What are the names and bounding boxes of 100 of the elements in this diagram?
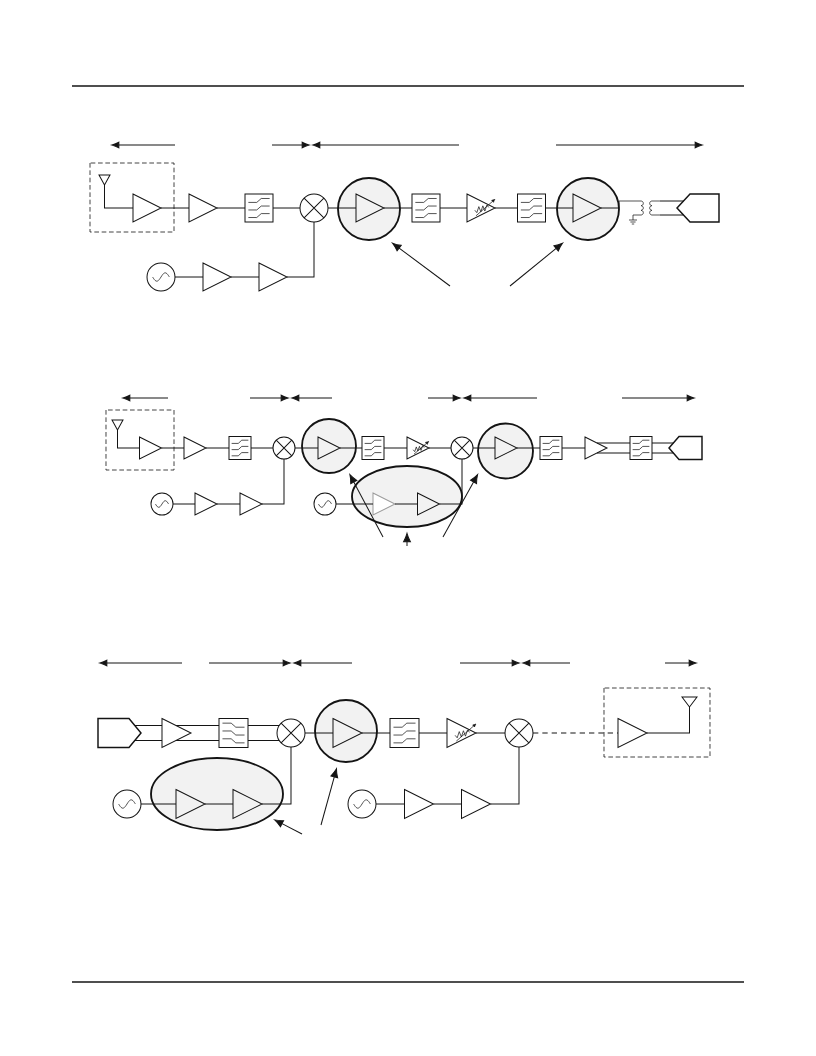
amplifier-symbol bbox=[417, 492, 440, 516]
connector-symbol bbox=[668, 435, 703, 461]
amplifier-symbol bbox=[188, 193, 218, 223]
wire bbox=[428, 447, 452, 449]
connector-symbol bbox=[97, 717, 142, 749]
amplifier-symbol bbox=[404, 789, 434, 819]
dashed-box bbox=[89, 162, 175, 233]
wire bbox=[646, 706, 690, 734]
wire bbox=[172, 503, 196, 505]
wire bbox=[247, 740, 280, 741]
wire bbox=[561, 447, 586, 449]
wire bbox=[175, 740, 220, 741]
wire bbox=[247, 725, 280, 726]
oscillator-symbol bbox=[150, 492, 174, 516]
mixer-symbol bbox=[272, 436, 296, 460]
filter-symbol bbox=[361, 436, 385, 460]
antenna-symbol bbox=[681, 696, 698, 708]
highlight-circle bbox=[301, 418, 357, 474]
highlight-ellipse bbox=[150, 757, 284, 831]
filter-symbol bbox=[517, 193, 546, 223]
wire bbox=[651, 442, 674, 444]
amplifier-symbol bbox=[183, 436, 207, 460]
wire bbox=[433, 803, 462, 805]
variable-amplifier-symbol bbox=[406, 436, 430, 460]
wire bbox=[596, 452, 631, 454]
wire bbox=[516, 447, 541, 449]
wire bbox=[272, 207, 301, 209]
amplifier-symbol bbox=[461, 789, 491, 819]
wire bbox=[175, 725, 220, 726]
antenna-symbol bbox=[98, 174, 111, 186]
wire bbox=[327, 207, 357, 209]
leader-arrow bbox=[349, 474, 384, 538]
amplifier-symbol bbox=[175, 789, 206, 819]
wire bbox=[294, 447, 319, 449]
wire bbox=[216, 207, 246, 209]
leader-arrow bbox=[403, 532, 411, 547]
wire bbox=[205, 447, 230, 449]
filter-symbol bbox=[228, 436, 252, 460]
highlight-ellipse bbox=[351, 465, 463, 528]
oscillator-symbol bbox=[313, 492, 337, 516]
wire bbox=[375, 803, 405, 805]
antenna-symbol bbox=[111, 419, 124, 431]
oscillator-symbol bbox=[347, 789, 377, 819]
wire bbox=[134, 740, 163, 741]
highlight-circle bbox=[556, 177, 620, 241]
wire bbox=[383, 207, 413, 209]
wire bbox=[439, 458, 463, 505]
wire bbox=[304, 732, 334, 734]
filter-symbol bbox=[629, 436, 653, 460]
transformer-symbol bbox=[618, 200, 661, 225]
wire bbox=[117, 429, 140, 449]
variable-amplifier-symbol bbox=[466, 193, 496, 223]
wire bbox=[383, 447, 408, 449]
highlight-circle bbox=[477, 422, 534, 480]
amplifier-symbol bbox=[161, 718, 192, 748]
amplifier-symbol bbox=[572, 193, 602, 223]
leader-arrow bbox=[509, 242, 563, 287]
wire bbox=[134, 725, 163, 726]
amplifier-symbol bbox=[372, 492, 396, 516]
mixer-symbol bbox=[504, 718, 534, 748]
amplifier-symbol bbox=[355, 193, 385, 223]
wire bbox=[545, 207, 574, 209]
amplifier-symbol bbox=[317, 436, 341, 460]
wire bbox=[494, 207, 518, 209]
wire bbox=[472, 447, 496, 449]
wire bbox=[418, 732, 448, 734]
filter-symbol bbox=[539, 436, 563, 460]
amplifier-symbol bbox=[132, 193, 162, 223]
filter-symbol bbox=[411, 193, 441, 223]
filter-symbol bbox=[389, 718, 420, 748]
amplifier-symbol bbox=[258, 262, 288, 292]
amplifier-symbol bbox=[494, 436, 518, 460]
wire bbox=[600, 207, 620, 209]
wire bbox=[160, 207, 190, 209]
wire bbox=[659, 214, 684, 216]
dashed-box bbox=[603, 687, 711, 758]
wire bbox=[161, 447, 185, 449]
amplifier-symbol bbox=[239, 492, 263, 516]
oscillator-symbol bbox=[112, 789, 142, 819]
wire bbox=[659, 200, 684, 202]
dashed-box bbox=[105, 409, 175, 471]
amplifier-symbol bbox=[617, 718, 648, 748]
leader-arrow bbox=[274, 819, 303, 835]
wire bbox=[490, 746, 520, 805]
wire bbox=[394, 503, 418, 505]
wire bbox=[216, 503, 241, 505]
wire bbox=[104, 184, 134, 209]
wire bbox=[286, 221, 315, 278]
wire bbox=[230, 276, 260, 278]
wire bbox=[261, 746, 292, 805]
oscillator-symbol bbox=[146, 262, 176, 292]
amplifier-symbol bbox=[194, 492, 218, 516]
mixer-symbol bbox=[299, 193, 329, 223]
wire bbox=[261, 458, 285, 505]
mixer-symbol bbox=[450, 436, 474, 460]
leader-arrow bbox=[392, 242, 451, 287]
leader-arrow bbox=[320, 768, 339, 826]
wire bbox=[204, 803, 234, 805]
wire bbox=[140, 803, 177, 805]
wire bbox=[339, 447, 363, 449]
